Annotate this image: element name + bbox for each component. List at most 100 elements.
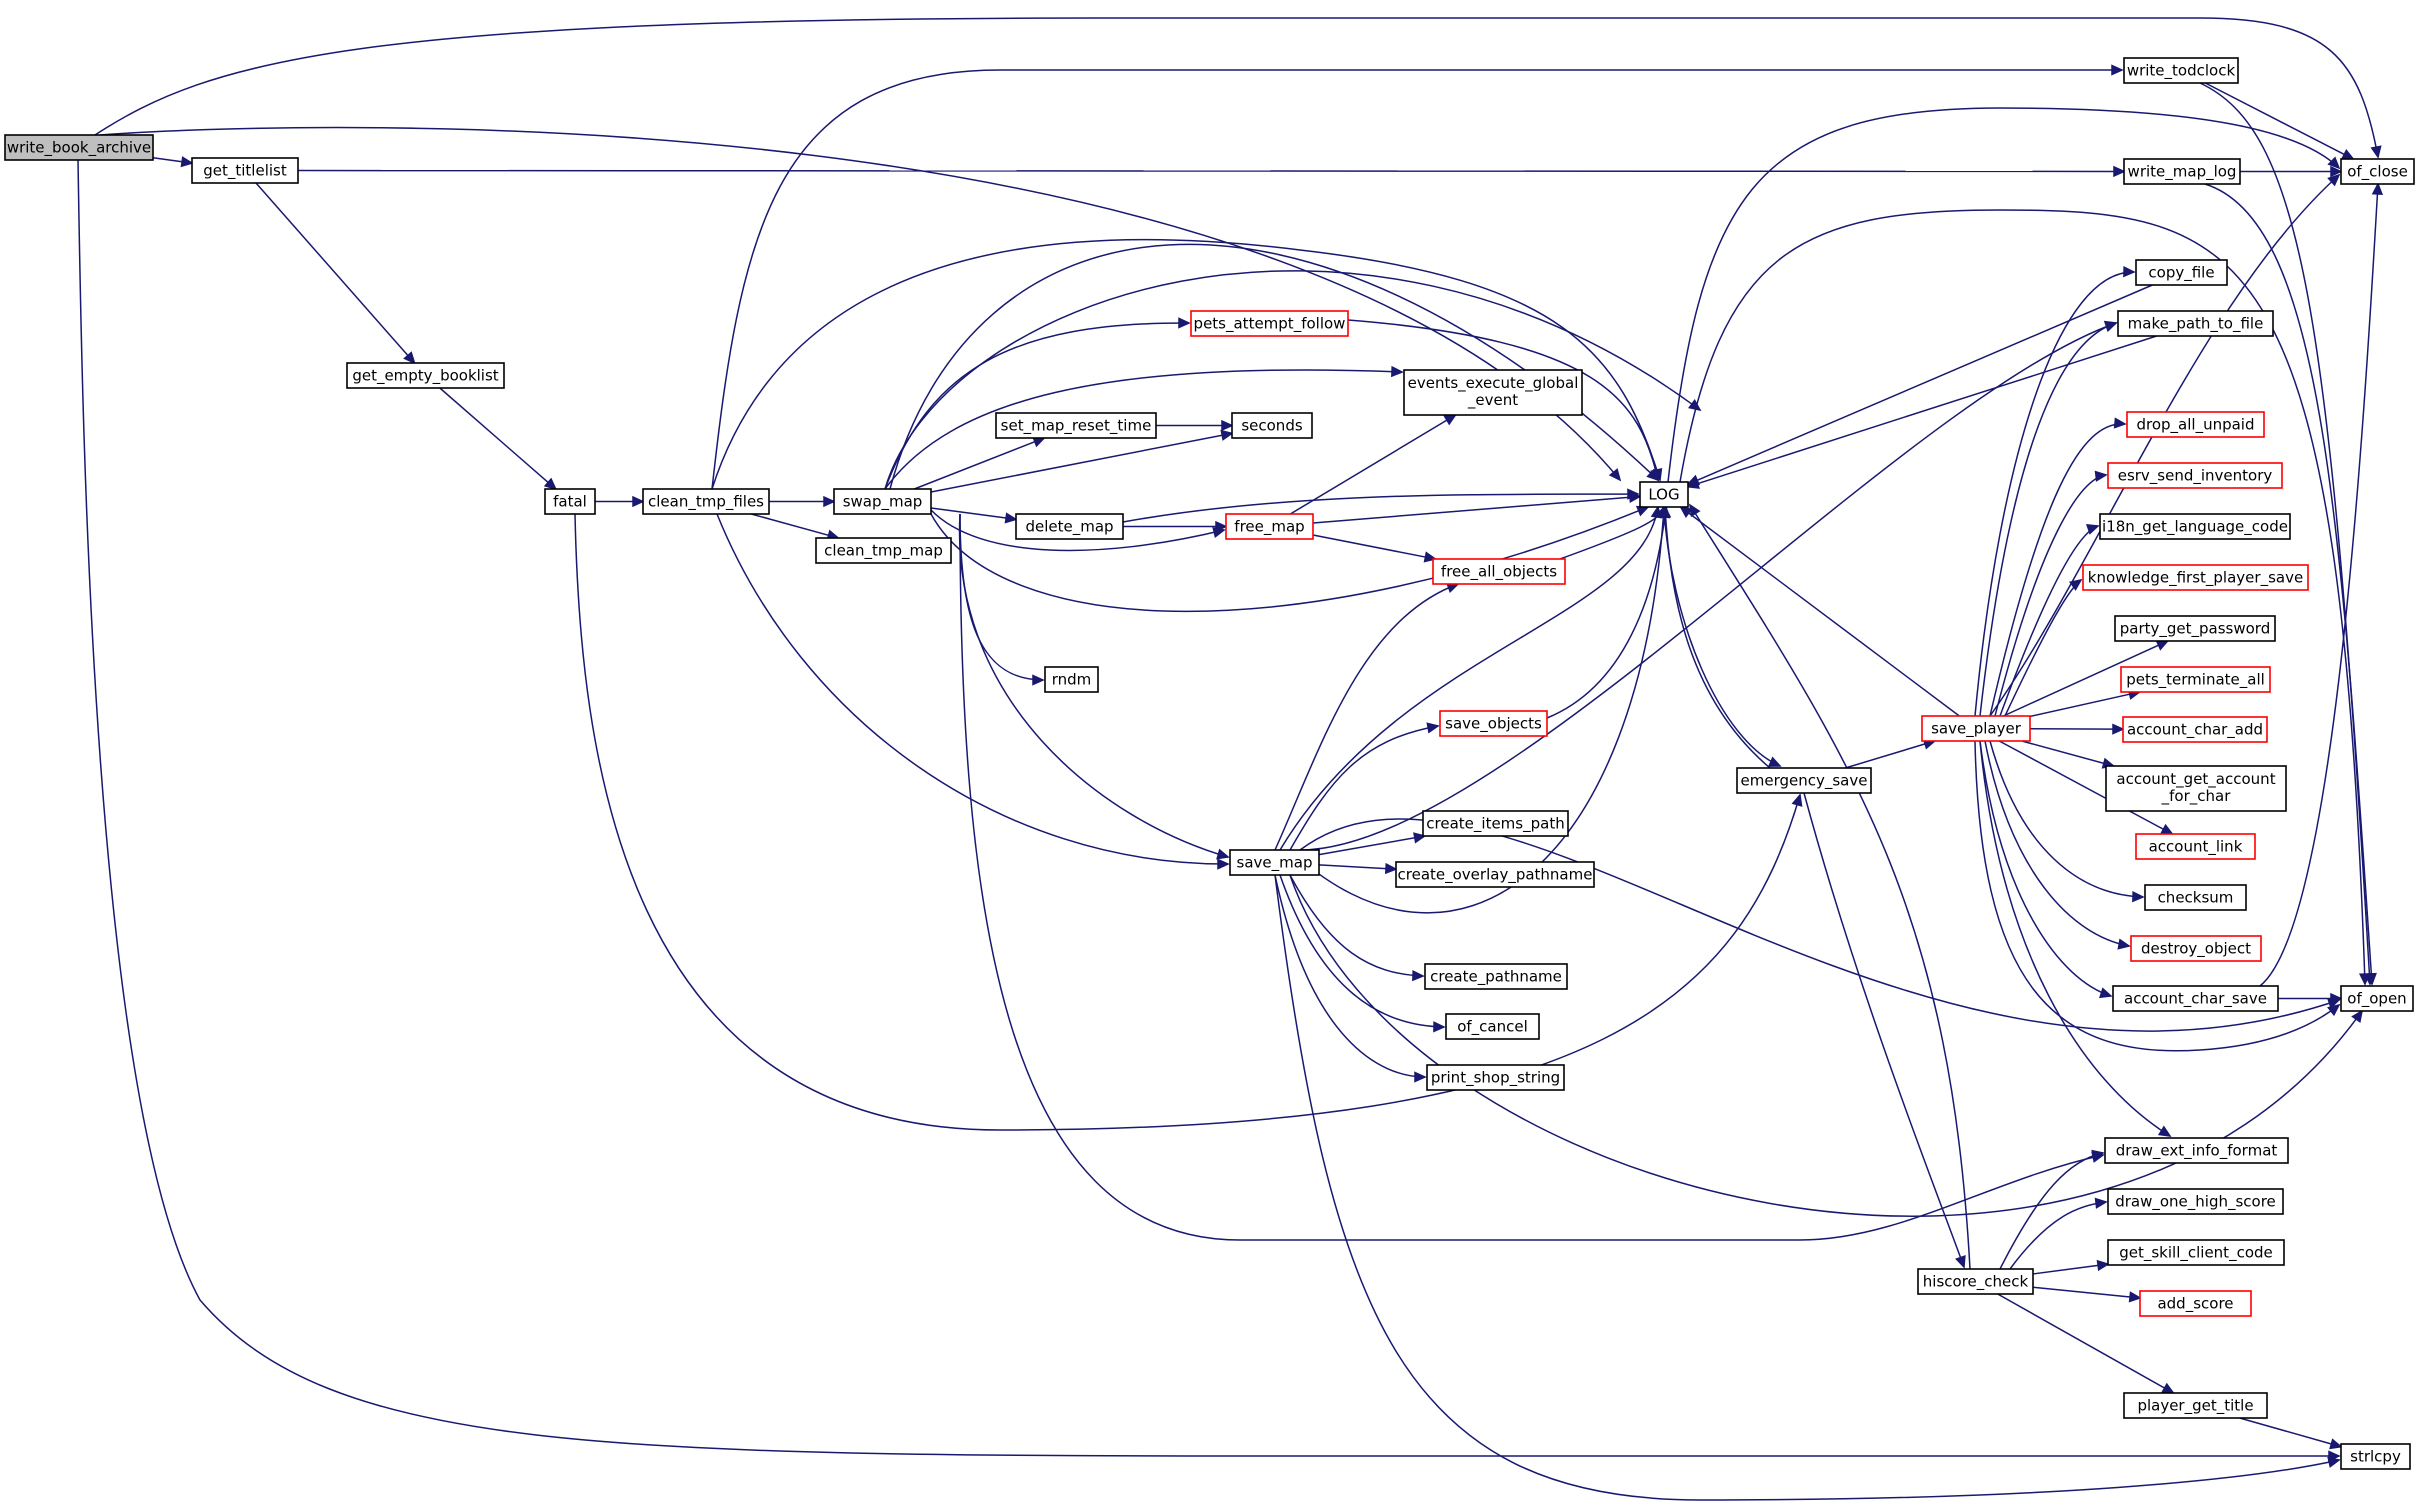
node-label: draw_one_high_score — [2115, 1193, 2276, 1212]
edge-clean_tmp_files-to-swap_map — [769, 495, 836, 508]
edge-set_map_reset_time-to-seconds — [1156, 419, 1234, 432]
node-player-get-title[interactable]: player_get_title — [2123, 1392, 2268, 1419]
edge-swap_map-to-set_map_reset_time — [914, 436, 1046, 490]
edge-get_titlelist-to-get_empty_booklist — [255, 182, 416, 365]
node-label: account_link — [2149, 838, 2243, 857]
node-checksum[interactable]: checksum — [2144, 884, 2247, 911]
node-label: knowledge_first_player_save — [2088, 569, 2303, 588]
node-label: clean_tmp_files — [648, 493, 764, 512]
node-draw-one-high-score[interactable]: draw_one_high_score — [2107, 1188, 2284, 1215]
node-label: seconds — [1241, 417, 1302, 435]
node-of-open[interactable]: of_open — [2340, 985, 2414, 1012]
node-set-map-reset-time[interactable]: set_map_reset_time — [995, 412, 1157, 439]
node-draw-ext-info-format[interactable]: draw_ext_info_format — [2104, 1137, 2289, 1164]
node-destroy-object[interactable]: destroy_object — [2130, 935, 2262, 962]
node-label: write_book_archive — [7, 139, 151, 158]
node-copy-file[interactable]: copy_file — [2135, 259, 2228, 286]
node-get-empty-booklist[interactable]: get_empty_booklist — [346, 362, 505, 389]
node-add-score[interactable]: add_score — [2139, 1290, 2252, 1317]
node-save-objects[interactable]: save_objects — [1439, 710, 1548, 737]
node-i18n-get-language-code[interactable]: i18n_get_language_code — [2099, 513, 2291, 540]
edge-free_map-to-LOG — [1312, 491, 1642, 524]
node-write-map-log[interactable]: write_map_log — [2123, 158, 2241, 185]
node-box — [1015, 513, 1124, 540]
node-pets-attempt-follow[interactable]: pets_attempt_follow — [1190, 310, 1349, 337]
node-drop-all-unpaid[interactable]: drop_all_unpaid — [2126, 411, 2265, 438]
node-box — [191, 157, 299, 184]
node-knowledge-first-player-save[interactable]: knowledge_first_player_save — [2082, 564, 2309, 591]
node-account-char-save[interactable]: account_char_save — [2112, 985, 2279, 1012]
node-LOG[interactable]: LOG — [1639, 481, 1689, 508]
node-hiscore-check[interactable]: hiscore_check — [1917, 1268, 2034, 1295]
node-box — [1190, 310, 1349, 337]
node-box — [1422, 810, 1569, 837]
node-label: set_map_reset_time — [1001, 417, 1152, 436]
edge-save_map-to-of_cancel — [1279, 874, 1446, 1033]
node-events-execute-global-event[interactable]: events_execute_global_event — [1403, 369, 1583, 416]
edge-write_map_log-to-of_open — [2204, 183, 2377, 986]
node-clean-tmp-files[interactable]: clean_tmp_files — [642, 488, 770, 515]
node-clean-tmp-map[interactable]: clean_tmp_map — [815, 537, 952, 564]
node-save-map[interactable]: save_map — [1229, 849, 1320, 876]
node-account-char-add[interactable]: account_char_add — [2122, 716, 2268, 743]
node-label: LOG — [1648, 486, 1679, 504]
node-free-all-objects[interactable]: free_all_objects — [1432, 558, 1566, 585]
edge-account_char_save-to-of_open — [2278, 992, 2343, 1005]
node-label: write_map_log — [2128, 163, 2237, 182]
node-swap-map[interactable]: swap_map — [833, 488, 932, 515]
node-label: hiscore_check — [1923, 1273, 2029, 1292]
node-strlcpy[interactable]: strlcpy — [2340, 1443, 2411, 1470]
node-of-close[interactable]: of_close — [2340, 158, 2415, 185]
node-box — [1231, 412, 1313, 439]
node-label: of_cancel — [1457, 1018, 1528, 1037]
edge-swap_map-to-delete_map — [930, 507, 1018, 524]
node-fatal[interactable]: fatal — [544, 488, 596, 515]
node-account-link[interactable]: account_link — [2135, 833, 2256, 860]
node-label: drop_all_unpaid — [2136, 416, 2254, 435]
node-label: get_empty_booklist — [352, 367, 498, 386]
node-box — [2340, 158, 2415, 185]
edge-save_map-to-create_overlay_pathname — [1318, 862, 1398, 875]
node-write-todclock[interactable]: write_todclock — [2123, 57, 2239, 84]
edge-clean_tmp_files-to-save_map — [716, 513, 1230, 870]
node-get-titlelist[interactable]: get_titlelist — [191, 157, 299, 184]
edge-write_book_archive-to-get_titlelist — [152, 156, 194, 168]
node-free-map[interactable]: free_map — [1225, 513, 1314, 540]
node-emergency-save[interactable]: emergency_save — [1736, 767, 1872, 794]
node-pets-terminate-all[interactable]: pets_terminate_all — [2120, 666, 2271, 693]
node-create-pathname[interactable]: create_pathname — [1424, 963, 1568, 990]
node-create-items-path[interactable]: create_items_path — [1422, 810, 1569, 837]
node-seconds[interactable]: seconds — [1231, 412, 1313, 439]
edge-swap_map-to-events_execute_global_event — [884, 365, 1404, 490]
edge-get_empty_booklist-to-fatal — [439, 387, 558, 491]
node-of-cancel[interactable]: of_cancel — [1445, 1013, 1540, 1040]
node-delete-map[interactable]: delete_map — [1015, 513, 1124, 540]
node-write-book-archive[interactable]: write_book_archive — [4, 134, 154, 161]
edge-hiscore_check-to-add_score — [2032, 1286, 2142, 1303]
node-rndm[interactable]: rndm — [1044, 666, 1099, 693]
edge-save_map-to-free_all_objects — [1274, 582, 1460, 851]
node-esrv-send-inventory[interactable]: esrv_send_inventory — [2107, 462, 2283, 489]
node-box — [1044, 666, 1099, 693]
node-box — [995, 412, 1157, 439]
node-save-player[interactable]: save_player — [1921, 715, 2031, 742]
node-print-shop-string[interactable]: print_shop_string — [1426, 1064, 1565, 1091]
node-box — [2117, 310, 2274, 337]
node-get-skill-client-code[interactable]: get_skill_client_code — [2107, 1239, 2285, 1266]
node-create-overlay-pathname[interactable]: create_overlay_pathname — [1395, 861, 1595, 888]
node-label: create_items_path — [1426, 815, 1564, 834]
node-label: _event — [1467, 391, 1518, 410]
node-box — [642, 488, 770, 515]
edge-save_map-to-save_objects — [1289, 722, 1440, 851]
node-box — [2123, 158, 2241, 185]
node-account-get-account-for-char[interactable]: account_get_account_for_char — [2105, 765, 2287, 812]
node-box — [1403, 369, 1583, 416]
node-party-get-password[interactable]: party_get_password — [2114, 615, 2276, 642]
node-make-path-to-file[interactable]: make_path_to_file — [2117, 310, 2274, 337]
node-label: add_score — [2157, 1295, 2233, 1314]
node-box — [2114, 615, 2276, 642]
edge-write_book_archive-to-LOG — [99, 126, 1622, 482]
edge-clean_tmp_files-to-clean_tmp_map — [751, 513, 840, 541]
node-label: save_objects — [1445, 715, 1542, 734]
